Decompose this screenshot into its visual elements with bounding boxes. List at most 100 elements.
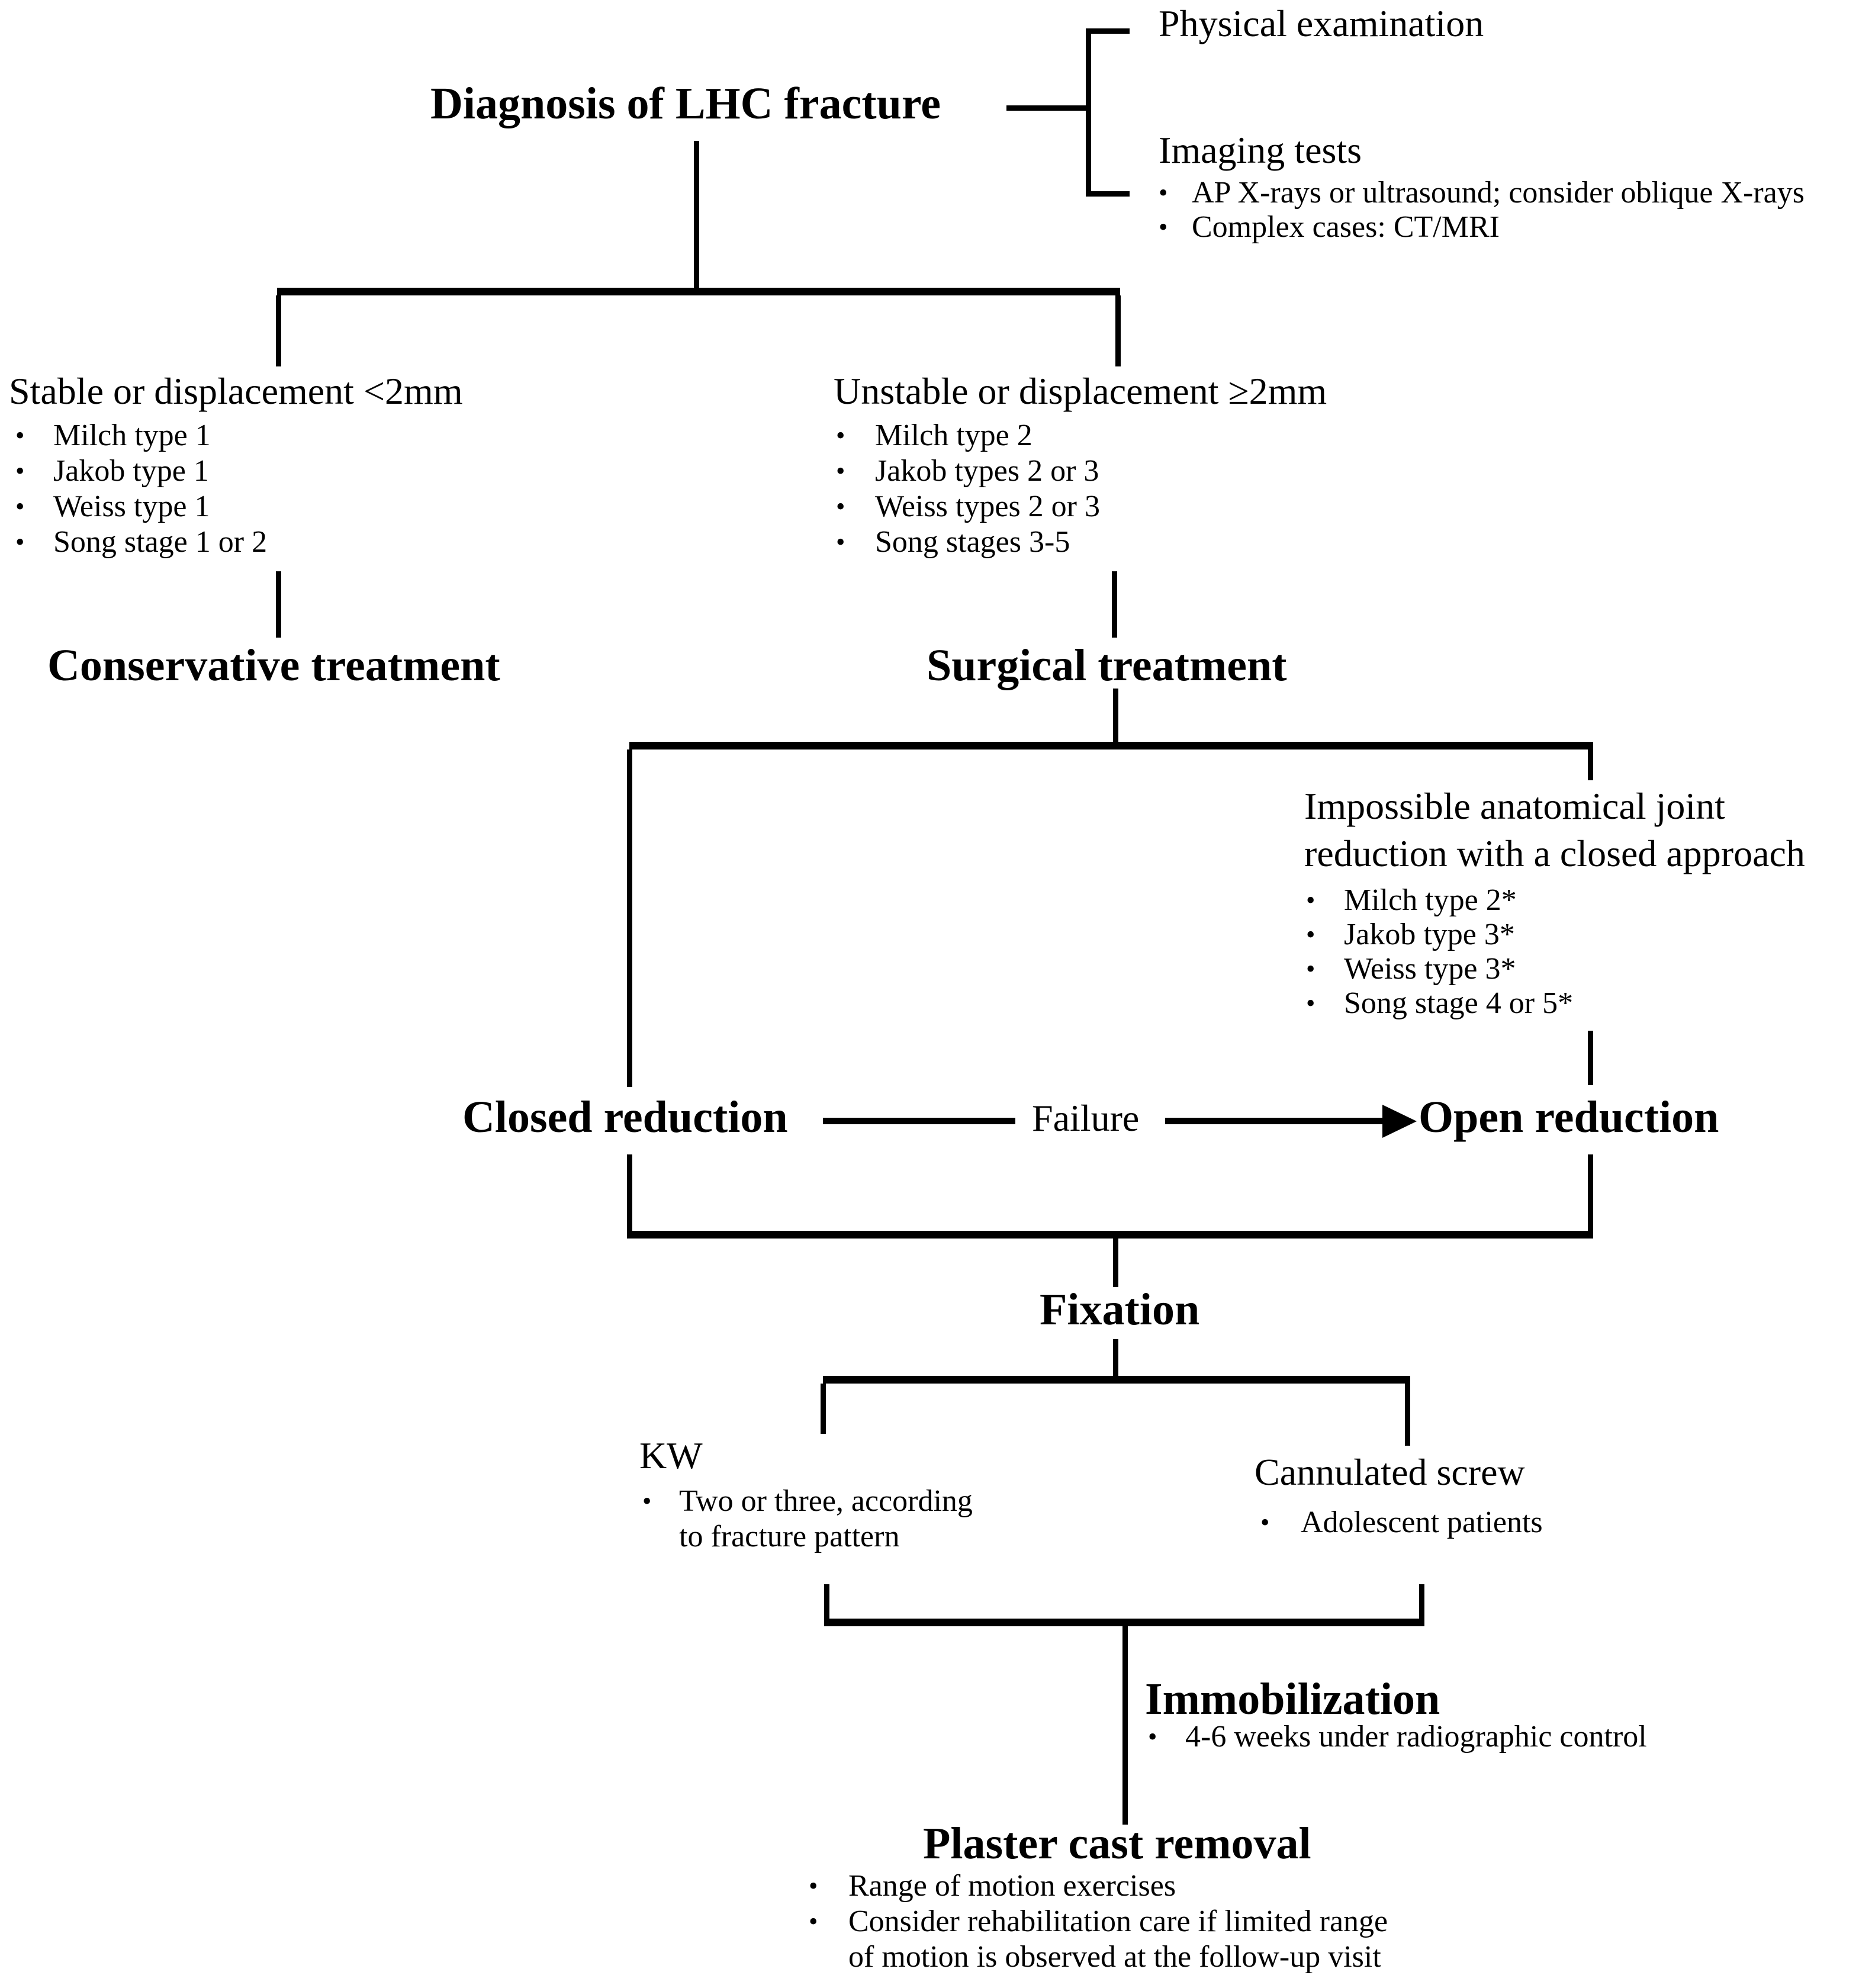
connector-fixation-down-line (1113, 1339, 1118, 1379)
bullet-dot-icon: • (836, 456, 845, 485)
branch2-right-drop-line (1588, 749, 1593, 780)
list-item: • Weiss type 1 (15, 489, 267, 525)
list-item: • Jakob type 3* (1306, 917, 1573, 951)
node-open-reduction: Open reduction (1419, 1092, 1719, 1142)
list-item: • Milch type 2* (1306, 883, 1573, 917)
connector-unstable-to-surgical-line (1112, 571, 1117, 638)
node-diagnosis-title: Diagnosis of LHC fracture (430, 79, 941, 128)
connector-diagnosis-down-line (694, 141, 699, 290)
list-item-label: Milch type 2 (875, 419, 1033, 452)
node-impossible-reduction-heading: Impossible anatomical joint reduction wi… (1304, 783, 1805, 877)
list-item-label: Complex cases: CT/MRI (1192, 210, 1500, 244)
branch2-horizontal-line (629, 742, 1593, 749)
cannulated-screw-bullet-list: • Adolescent patients (1260, 1505, 1543, 1540)
bullet-dot-icon: • (15, 456, 25, 485)
bullet-dot-icon: • (1306, 989, 1315, 1018)
bullet-dot-icon: • (1159, 213, 1168, 242)
list-item-label: Song stage 4 or 5* (1344, 986, 1574, 1020)
list-item: •Consider rehabilitation care if limited… (809, 1904, 1388, 1939)
list-item: • Song stage 1 or 2 (15, 525, 267, 560)
kw-bullet-list: •Two or three, according •to fracture pa… (642, 1484, 973, 1555)
list-item-label: Milch type 2* (1344, 883, 1517, 917)
bullet-dot-icon: • (15, 492, 25, 521)
node-unstable-heading: Unstable or displacement ≥2mm (834, 370, 1327, 412)
node-failure-label: Failure (1032, 1097, 1140, 1139)
list-item-label: Jakob type 3* (1344, 918, 1515, 951)
arrowhead-right-icon (1382, 1105, 1417, 1138)
connector-surgical-down-line (1113, 689, 1118, 745)
connector-join1-to-fixation-line (1113, 1239, 1118, 1287)
node-stable-heading: Stable or displacement <2mm (9, 370, 463, 412)
connector-failure-to-open-line (1165, 1118, 1382, 1124)
list-item: • Jakob types 2 or 3 (836, 453, 1100, 489)
list-item-continuation: •of motion is observed at the follow-up … (809, 1939, 1388, 1975)
unstable-bullet-list: • Milch type 2 • Jakob types 2 or 3 • Weiss… (836, 418, 1100, 560)
list-item: • Weiss type 3* (1306, 951, 1573, 986)
bracket-top-tick-line (1086, 28, 1130, 34)
node-conservative-treatment: Conservative treatment (47, 641, 500, 690)
list-item: • Milch type 1 (15, 418, 267, 453)
plaster-bullet-list: •Range of motion exercises •Consider reh… (809, 1868, 1388, 1975)
list-item-label: Milch type 1 (53, 419, 211, 452)
branch1-left-drop-line (276, 295, 281, 366)
list-item-label: Adolescent patients (1301, 1506, 1543, 1539)
bracket-bottom-tick-line (1086, 191, 1130, 197)
branch1-right-drop-line (1115, 295, 1121, 366)
node-plaster-cast-removal: Plaster cast removal (923, 1819, 1311, 1868)
impossible-bullet-list: • Milch type 2* • Jakob type 3* • Weiss typ… (1306, 883, 1573, 1020)
node-immobilization: Immobilization (1145, 1674, 1440, 1724)
stable-bullet-list: • Milch type 1 • Jakob type 1 • Weiss type … (15, 418, 267, 560)
bullet-dot-icon: • (1159, 178, 1168, 207)
connector-stable-to-conservative-line (276, 571, 281, 638)
impossible-heading-line2: reduction with a closed approach (1304, 832, 1805, 874)
bullet-dot-icon: • (642, 1487, 652, 1516)
list-item-label: Weiss type 1 (53, 490, 210, 523)
connector-kw-down-line (824, 1584, 829, 1622)
list-item-label: Consider rehabilitation care if limited … (848, 1905, 1388, 1938)
bullet-dot-icon: • (836, 527, 845, 556)
bullet-dot-icon: • (836, 421, 845, 450)
list-item: • Complex cases: CT/MRI (1159, 210, 1805, 244)
list-item: •AP X-rays or ultrasound; consider obliq… (1159, 175, 1805, 210)
list-item: • Milch type 2 (836, 418, 1100, 453)
node-fixation: Fixation (1040, 1285, 1200, 1334)
branch3-horizontal-line (823, 1376, 1410, 1384)
branch3-left-drop-to-kw-line (821, 1384, 826, 1434)
connector-closed-to-failure-line (823, 1118, 1015, 1124)
bullet-dot-icon: • (1306, 954, 1315, 983)
bullet-dot-icon: • (1260, 1508, 1270, 1537)
bullet-dot-icon: • (1306, 886, 1315, 915)
list-item-label: Weiss type 3* (1344, 952, 1516, 986)
list-item: •4-6 weeks under radiographic control (1148, 1719, 1647, 1755)
branch3-right-drop-to-screw-line (1405, 1384, 1410, 1446)
list-item: • Weiss types 2 or 3 (836, 489, 1100, 525)
imaging-tests-bullet-list: •AP X-rays or ultrasound; consider obliq… (1159, 175, 1805, 244)
list-item-label: to fracture pattern (679, 1520, 900, 1553)
list-item: •Two or three, according (642, 1484, 973, 1519)
connector-open-down-line (1588, 1154, 1593, 1235)
list-item-label: Jakob types 2 or 3 (875, 454, 1099, 488)
immobilization-bullet-list: •4-6 weeks under radiographic control (1148, 1719, 1647, 1755)
list-item: •Range of motion exercises (809, 1868, 1388, 1904)
node-surgical-treatment: Surgical treatment (927, 641, 1287, 690)
connector-title-to-bracket-line (1006, 105, 1091, 111)
connector-closed-down-line (627, 1154, 632, 1235)
bullet-dot-icon: • (15, 527, 25, 556)
connector-screw-down-line (1419, 1584, 1424, 1622)
bullet-dot-icon: • (836, 492, 845, 521)
list-item-label: 4-6 weeks under radiographic control (1185, 1720, 1647, 1754)
connector-impossible-to-open-line (1588, 1031, 1593, 1085)
list-item-continuation: •to fracture pattern (642, 1519, 973, 1555)
list-item: •Song stages 3-5 (836, 525, 1100, 560)
list-item-label: Jakob type 1 (53, 454, 209, 488)
bracket-vertical-line (1086, 28, 1091, 197)
impossible-heading-line1: Impossible anatomical joint (1304, 785, 1725, 827)
node-imaging-tests: Imaging tests (1159, 129, 1362, 171)
list-item-label: Song stage 1 or 2 (53, 525, 268, 559)
list-item-label: Weiss types 2 or 3 (875, 490, 1100, 523)
bullet-dot-icon: • (15, 421, 25, 450)
bullet-dot-icon: • (1306, 920, 1315, 949)
node-physical-examination: Physical examination (1159, 2, 1484, 44)
node-cannulated-screw-heading: Cannulated screw (1255, 1451, 1525, 1493)
